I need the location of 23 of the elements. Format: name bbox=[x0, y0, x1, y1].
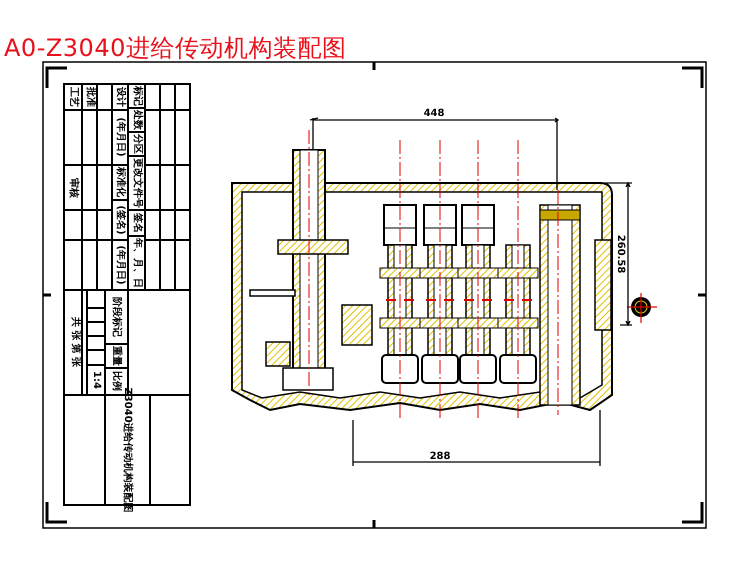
title-block-text: 1:4 bbox=[91, 371, 101, 389]
title-block-text: 标记 bbox=[132, 86, 142, 106]
title-block-text: (签名) bbox=[115, 205, 125, 235]
title-block-text: 设计 bbox=[115, 87, 125, 107]
dimension-value: 288 bbox=[430, 452, 450, 462]
title-block-text: 批准 bbox=[85, 87, 95, 107]
title-block-text: 比例 bbox=[111, 371, 121, 391]
title-block-text: 年、月、日 bbox=[132, 238, 142, 288]
title-block-text: 重量 bbox=[111, 346, 121, 366]
title-block-text: 更改文件号 bbox=[132, 158, 142, 208]
title-block-text: 工艺 bbox=[68, 87, 78, 107]
title-block-text: 阶段标记 bbox=[111, 297, 121, 337]
title-block-text: (年月日) bbox=[115, 245, 125, 285]
title-block-text: 标准化 bbox=[115, 167, 125, 197]
title-block-text: 签名 bbox=[132, 213, 142, 233]
title-block-text: 共 张 第 张 bbox=[70, 316, 80, 368]
title-block-text: 审核 bbox=[68, 178, 78, 198]
title-block-text: (年月日) bbox=[115, 117, 125, 157]
title-block-text: 处数 bbox=[132, 110, 142, 130]
dimension-value: 448 bbox=[424, 109, 444, 119]
drawing-title: A0-Z3040进给传动机构装配图 bbox=[4, 33, 346, 64]
dimension-value: 260.58 bbox=[615, 234, 625, 274]
title-block-text: 分区 bbox=[132, 134, 142, 154]
